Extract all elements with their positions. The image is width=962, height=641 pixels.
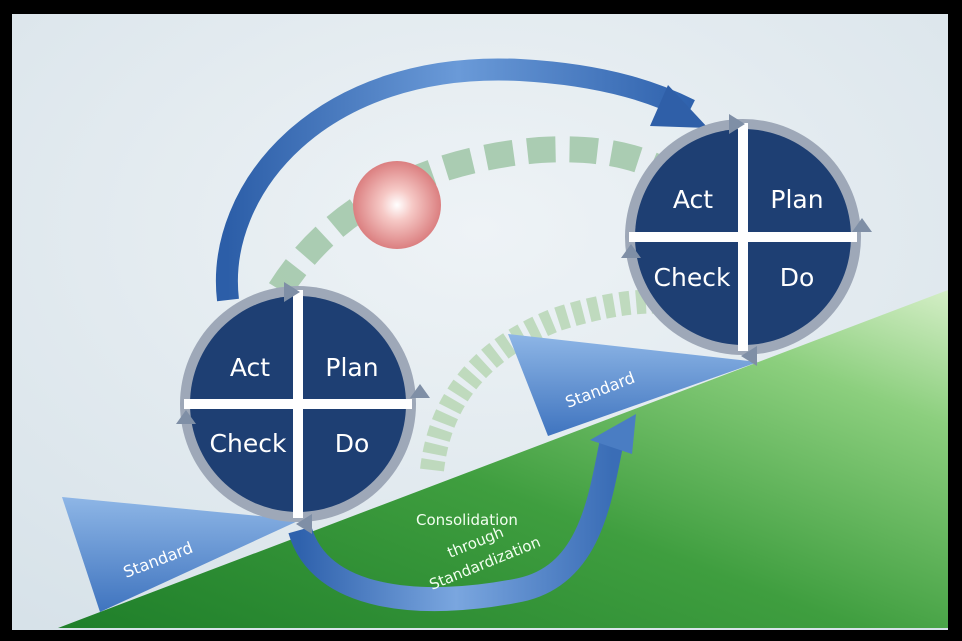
quadrant-check: Check: [654, 263, 731, 292]
cycle-arrow-icon: [296, 514, 312, 534]
quadrant-act: Act: [673, 185, 713, 214]
consolidation-arrow-icon: [288, 414, 636, 612]
quadrant-act: Act: [230, 353, 270, 382]
standard-wedge-upper: [508, 334, 758, 436]
cycle-arrow-icon: [176, 410, 196, 424]
quadrant-do: Do: [780, 263, 815, 292]
cycle-arrow-icon: [621, 244, 641, 258]
ball-icon: [353, 161, 441, 249]
cycle-arrow-icon: [729, 114, 745, 134]
pdca-cycle-lower: Act Plan Check Do: [176, 282, 430, 534]
cycle-arrow-icon: [741, 346, 757, 366]
cycle-arrow-icon: [284, 282, 300, 302]
standard-wedge-lower: [62, 497, 300, 612]
pdca-cycle-upper: Act Plan Check Do: [621, 114, 872, 366]
cycle-divider-vertical: [293, 290, 303, 518]
quadrant-plan: Plan: [325, 353, 378, 382]
quadrant-check: Check: [210, 429, 287, 458]
cycle-divider-vertical: [738, 123, 748, 351]
curved-arrow-icon: [215, 58, 708, 302]
consolidation-text: Consolidation: [416, 511, 518, 529]
quadrant-do: Do: [335, 429, 370, 458]
cycle-arrow-icon: [852, 218, 872, 232]
consolidation-line-1: Consolidation: [416, 511, 518, 529]
cycle-arrow-icon: [410, 384, 430, 398]
dashed-progress-path-upper: [268, 136, 688, 297]
improvement-slope: [58, 290, 948, 628]
dashed-progress-path-lower: [420, 289, 662, 472]
quadrant-plan: Plan: [770, 185, 823, 214]
